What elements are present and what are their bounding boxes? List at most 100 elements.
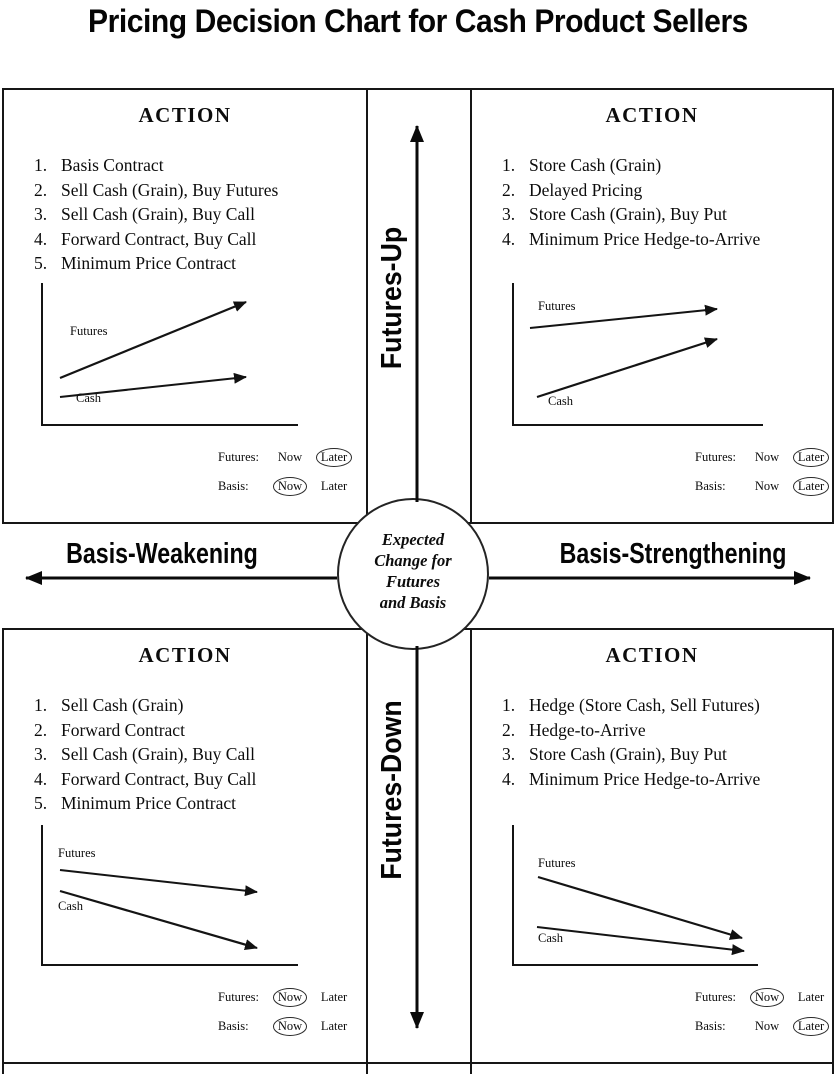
action-item: 3. Store Cash (Grain), Buy Put — [502, 202, 760, 227]
legend-later: Later — [320, 989, 348, 1004]
action-item: 2. Hedge-to-Arrive — [502, 718, 760, 743]
futures-basis-legend: Futures: Now Later Basis: Now Later — [695, 447, 835, 506]
center-circle-text-line: and Basis — [379, 593, 447, 612]
action-item: 3. Store Cash (Grain), Buy Put — [502, 742, 760, 767]
legend-later: Later — [792, 1016, 830, 1036]
action-item-text: Hedge-to-Arrive — [529, 719, 646, 740]
action-list: 1. Store Cash (Grain) 2. Delayed Pricing… — [502, 153, 760, 251]
futures-basis-legend: Futures: Now Later Basis: Now Later — [218, 447, 358, 506]
action-list: 1. Basis Contract 2. Sell Cash (Grain), … — [34, 153, 278, 276]
futures-trend-line — [59, 300, 247, 380]
legend-label: Futures: — [695, 989, 736, 1004]
price-trend-chart — [512, 825, 758, 966]
cash-trend-line — [59, 889, 258, 950]
center-circle-text-line: Futures — [385, 572, 441, 591]
center-circle: Expected Change for Futures and Basis — [337, 498, 489, 650]
cash-line-label: Cash — [58, 899, 83, 913]
action-item-text: Basis Contract — [61, 155, 164, 175]
action-item: 2. Sell Cash (Grain), Buy Futures — [34, 178, 278, 203]
quadrant-futures-down-basis-weakening: ACTION 1. Sell Cash (Grain) 2. Forward C… — [2, 628, 368, 1064]
legend-label: Basis: — [218, 478, 249, 493]
table-border-stub — [470, 1064, 472, 1074]
page-title: Pricing Decision Chart for Cash Product … — [88, 3, 748, 39]
action-item: 2. Forward Contract — [34, 718, 256, 743]
legend-label: Basis: — [695, 1018, 726, 1033]
legend-row-basis: Basis: Now Later — [695, 1016, 835, 1036]
legend-now: Now — [277, 449, 303, 464]
legend-now: Now — [272, 1016, 308, 1036]
futures-basis-legend: Futures: Now Later Basis: Now Later — [218, 987, 358, 1046]
futures-trend-line — [59, 869, 258, 897]
legend-now: Now — [754, 1018, 780, 1033]
action-item-text: Minimum Price Contract — [61, 253, 236, 274]
legend-label: Futures: — [218, 449, 259, 464]
action-item: 3. Sell Cash (Grain), Buy Call — [34, 742, 256, 767]
futures-line-label: Futures — [538, 299, 576, 313]
price-trend-chart — [41, 283, 298, 426]
action-item-number: 3. — [34, 744, 48, 765]
table-border-stub — [366, 1064, 368, 1074]
action-item-text: Store Cash (Grain) — [529, 155, 662, 175]
futures-line-label: Futures — [70, 324, 108, 338]
legend-label: Futures: — [218, 989, 259, 1004]
legend-row-basis: Basis: Now Later — [218, 1016, 358, 1036]
quadrant-futures-down-basis-strengthening: ACTION 1. Hedge (Store Cash, Sell Future… — [470, 628, 834, 1064]
futures-trend-line — [529, 304, 718, 329]
action-item-text: Store Cash (Grain), Buy Put — [529, 204, 727, 225]
cash-line-label: Cash — [548, 394, 573, 408]
action-item-number: 5. — [34, 793, 48, 814]
action-item-text: Sell Cash (Grain), Buy Futures — [61, 179, 279, 200]
action-item-number: 2. — [34, 179, 48, 200]
legend-row-futures: Futures: Now Later — [695, 987, 835, 1007]
action-item: 2. Delayed Pricing — [502, 178, 760, 203]
legend-row-futures: Futures: Now Later — [695, 447, 835, 467]
action-item: 5. Minimum Price Contract — [34, 791, 256, 816]
action-item-number: 4. — [502, 228, 516, 249]
table-border-stub — [2, 1064, 4, 1074]
action-item-number: 3. — [502, 204, 516, 225]
action-list: 1. Sell Cash (Grain) 2. Forward Contract… — [34, 693, 256, 816]
action-item: 4. Minimum Price Hedge-to-Arrive — [502, 227, 760, 252]
action-item-text: Forward Contract, Buy Call — [61, 228, 257, 249]
action-item: 1. Sell Cash (Grain) — [34, 693, 256, 718]
price-trend-chart — [41, 825, 298, 966]
quadrant-futures-up-basis-strengthening: ACTION 1. Store Cash (Grain) 2. Delayed … — [470, 88, 834, 524]
legend-now: Now — [754, 478, 780, 493]
action-item: 4. Forward Contract, Buy Call — [34, 767, 256, 792]
action-item-text: Forward Contract, Buy Call — [61, 768, 257, 789]
action-item: 1. Basis Contract — [34, 153, 278, 178]
action-item-text: Sell Cash (Grain), Buy Call — [61, 744, 255, 765]
action-item-text: Minimum Price Hedge-to-Arrive — [529, 768, 761, 789]
action-item-number: 2. — [34, 719, 48, 740]
legend-later: Later — [320, 478, 348, 493]
action-item-text: Forward Contract — [61, 719, 185, 740]
cash-trend-line — [536, 337, 718, 399]
action-item-text: Hedge (Store Cash, Sell Futures) — [529, 695, 760, 715]
chart-axes — [512, 825, 758, 966]
legend-later: Later — [792, 447, 830, 467]
cash-trend-line — [59, 372, 247, 398]
action-header: ACTION — [138, 643, 232, 667]
action-item-text: Store Cash (Grain), Buy Put — [529, 744, 727, 765]
action-item: 1. Store Cash (Grain) — [502, 153, 760, 178]
cash-line-label: Cash — [538, 931, 563, 945]
legend-row-futures: Futures: Now Later — [218, 987, 358, 1007]
action-header: ACTION — [138, 103, 232, 127]
action-item-number: 1. — [502, 155, 516, 175]
action-item: 3. Sell Cash (Grain), Buy Call — [34, 202, 278, 227]
legend-later: Later — [792, 476, 830, 496]
legend-row-futures: Futures: Now Later — [218, 447, 358, 467]
action-item: 4. Minimum Price Hedge-to-Arrive — [502, 767, 760, 792]
legend-label: Basis: — [695, 478, 726, 493]
cash-trend-line — [536, 926, 745, 956]
cash-line-label: Cash — [76, 391, 101, 405]
chart-axes — [512, 283, 763, 426]
action-item-number: 1. — [34, 155, 48, 175]
action-item-number: 4. — [34, 768, 48, 789]
legend-row-basis: Basis: Now Later — [695, 476, 835, 496]
legend-now: Now — [754, 449, 780, 464]
futures-up-label: Futures-Up — [376, 226, 408, 370]
legend-later: Later — [315, 447, 353, 467]
action-item-text: Sell Cash (Grain), Buy Call — [61, 204, 255, 225]
